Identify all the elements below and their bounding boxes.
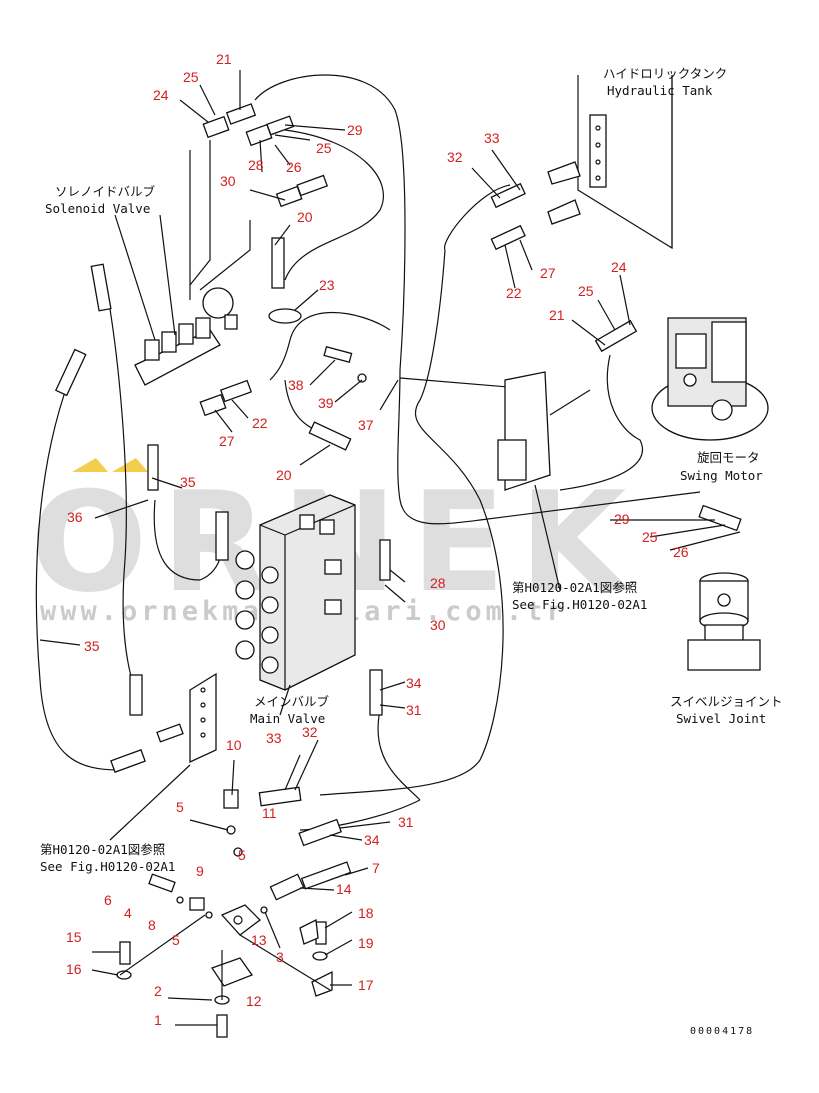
callout: 5	[176, 799, 184, 815]
callout: 10	[226, 737, 242, 753]
callout: 33	[484, 130, 500, 146]
hydraulic-tank	[547, 75, 673, 250]
callout: 33	[266, 730, 282, 746]
main-valve	[235, 494, 356, 691]
callout: 25	[316, 140, 332, 156]
callout: 25	[183, 69, 199, 85]
callout: 24	[611, 259, 627, 275]
callout: 35	[84, 638, 100, 654]
lower-assembly	[116, 789, 333, 1038]
callout: 15	[66, 929, 82, 945]
callout: 28	[248, 157, 264, 173]
callout: 14	[336, 881, 352, 897]
callout: 11	[262, 805, 277, 821]
see-fig-right-en: See Fig.H0120-02A1	[512, 597, 647, 612]
callout: 5	[238, 847, 246, 863]
callout: 7	[372, 860, 380, 876]
callout: 21	[216, 51, 232, 67]
manifold-block	[189, 672, 217, 764]
callout: 19	[358, 935, 374, 951]
callout: 9	[196, 863, 204, 879]
callout: 27	[219, 433, 235, 449]
callout: 16	[66, 961, 82, 977]
callout-numbers: 21 25 24 29 25 28 26 30 20 23 38 39 37 2…	[66, 51, 689, 1028]
hydraulic-tank-label-en: Hydraulic Tank	[607, 83, 713, 98]
callout: 37	[358, 417, 374, 433]
callout: 32	[302, 724, 318, 740]
swivel-joint	[687, 572, 761, 671]
callout: 31	[398, 814, 414, 830]
swivel-joint-label-en: Swivel Joint	[676, 711, 766, 726]
callout: 18	[358, 905, 374, 921]
callout: 2	[154, 983, 162, 999]
drawing-code: 00004178	[690, 1026, 754, 1037]
callout: 30	[430, 617, 446, 633]
callout: 22	[506, 285, 522, 301]
callout: 20	[297, 209, 313, 225]
callout: 17	[358, 977, 374, 993]
callout: 26	[286, 159, 302, 175]
see-fig-left-en: See Fig.H0120-02A1	[40, 859, 175, 874]
callout: 38	[288, 377, 304, 393]
callout: 1	[154, 1012, 162, 1028]
callout: 26	[673, 544, 689, 560]
callout: 24	[153, 87, 169, 103]
callout: 3	[276, 949, 284, 965]
callout: 8	[148, 917, 156, 933]
callout: 34	[364, 832, 380, 848]
callout: 25	[578, 283, 594, 299]
swing-motor-label-en: Swing Motor	[680, 468, 763, 483]
hose-lines	[35, 74, 701, 831]
see-fig-right-jp: 第H0120-02A1図参照	[512, 580, 637, 595]
callout: 29	[614, 511, 630, 527]
swivel-joint-label-jp: スイベルジョイント	[670, 694, 783, 709]
component-labels: ハイドロリックタンク Hydraulic Tank ソレノイドバルブ Solen…	[40, 66, 783, 1037]
callout: 29	[347, 122, 363, 138]
solenoid-valve	[134, 287, 238, 386]
swing-motor-label-jp: 旋回モータ	[697, 450, 760, 465]
callout: 36	[67, 509, 83, 525]
callout: 35	[180, 474, 196, 490]
callout: 4	[124, 905, 132, 921]
fittings	[54, 103, 742, 901]
callout: 27	[540, 265, 556, 281]
callout: 23	[319, 277, 335, 293]
callout: 25	[642, 529, 658, 545]
solenoid-valve-label-en: Solenoid Valve	[45, 201, 150, 216]
leader-lines	[39, 70, 741, 1026]
solenoid-valve-label-jp: ソレノイドバルブ	[55, 184, 156, 199]
main-valve-label-jp: メインバルブ	[254, 694, 330, 709]
clamp-bracket	[497, 371, 551, 491]
callout: 20	[276, 467, 292, 483]
main-valve-label-en: Main Valve	[250, 711, 325, 726]
callout: 5	[172, 932, 180, 948]
see-fig-left-jp: 第H0120-02A1図参照	[40, 842, 165, 857]
callout: 22	[252, 415, 268, 431]
callout: 34	[406, 675, 422, 691]
callout: 31	[406, 702, 422, 718]
callout: 32	[447, 149, 463, 165]
callout: 28	[430, 575, 446, 591]
hydraulic-tank-label-jp: ハイドロリックタンク	[603, 66, 727, 81]
callout: 6	[104, 892, 112, 908]
callout: 21	[549, 307, 565, 323]
callout: 39	[318, 395, 334, 411]
swing-motor	[651, 317, 769, 441]
callout: 12	[246, 993, 262, 1009]
callout: 13	[251, 932, 267, 948]
callout: 30	[220, 173, 236, 189]
